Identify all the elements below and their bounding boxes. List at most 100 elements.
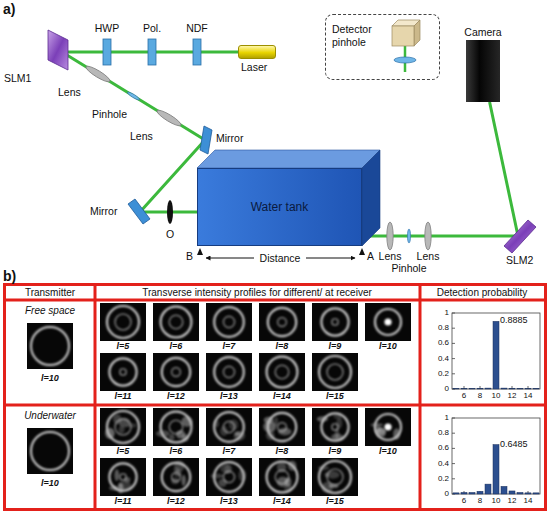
turbulence-speckle <box>334 414 342 419</box>
axis-tick: 10 <box>492 391 501 400</box>
turbulence-speckle <box>274 417 278 426</box>
intensity-ring <box>321 308 348 335</box>
half-wave-plate <box>103 39 111 65</box>
axis-tick: 12 <box>508 496 517 505</box>
mode-label: l=11 <box>114 391 131 401</box>
profile-frame <box>153 303 199 341</box>
inner-ring <box>115 314 131 330</box>
turbulence-speckle <box>214 420 219 427</box>
row-label: Free space <box>25 305 75 317</box>
axis-tick: 0.2 <box>438 474 449 483</box>
panel-letter: b) <box>3 268 16 284</box>
turbulence-speckle <box>169 434 175 441</box>
part-label: NDF <box>186 22 208 34</box>
inner-ring <box>332 319 338 325</box>
mode-label: l=6 <box>170 446 183 456</box>
axis-tick: 0.6 <box>438 338 449 347</box>
nd-filter <box>193 39 201 65</box>
turbulence-speckle <box>375 426 381 433</box>
intensity-ring <box>162 358 190 386</box>
probability-bar <box>509 388 515 390</box>
profile-frame <box>100 353 146 391</box>
tick-mark <box>452 328 455 329</box>
distance-arrow <box>206 258 254 259</box>
generated-illustration <box>27 303 540 496</box>
turbulence-speckle <box>109 486 118 491</box>
mode-label: l=12 <box>167 496 185 506</box>
tick-mark <box>452 448 455 449</box>
profile-frame <box>100 303 146 341</box>
part-label: B <box>186 250 193 262</box>
probability-bar <box>477 388 483 390</box>
probability-bar <box>533 388 539 390</box>
axis-tick: 0.8 <box>438 428 449 437</box>
turbulence-speckle <box>229 419 238 430</box>
column-header: Transverse intensity profiles for differ… <box>142 287 372 299</box>
axis-tick: 14 <box>524 391 533 400</box>
probability-bar <box>501 486 507 494</box>
axis-tick: 8 <box>478 391 482 400</box>
part-label: A <box>367 250 374 262</box>
part-label: Mirror <box>90 205 117 217</box>
probability-bar <box>485 388 491 390</box>
profile-frame <box>259 353 305 391</box>
axis-tick: 0.4 <box>438 354 449 363</box>
mode-label: l=10 <box>379 446 397 456</box>
axis-tick: 0.2 <box>438 369 449 378</box>
center-spot <box>384 423 391 430</box>
tick-mark <box>452 313 455 314</box>
mode-label: l=6 <box>170 341 183 351</box>
tank-side-face <box>362 150 380 246</box>
turbulence-speckle <box>238 469 246 481</box>
intensity-ring <box>267 462 298 493</box>
probability-bar <box>501 388 507 390</box>
tick-mark <box>452 418 455 419</box>
inner-ring <box>172 368 181 377</box>
probability-bar <box>469 492 475 494</box>
profile-frame <box>153 353 199 391</box>
table-rule <box>4 404 546 407</box>
pinhole-symbol <box>407 229 410 243</box>
profile-frame <box>206 408 252 446</box>
turbulence-speckle <box>317 416 328 421</box>
turbulence-speckle <box>173 467 180 472</box>
inner-ring <box>223 366 234 377</box>
slm-panel <box>504 220 536 253</box>
mode-label: l=7 <box>223 341 236 351</box>
mode-label: l=14 <box>273 391 291 401</box>
water-tank: Water tank <box>197 168 362 246</box>
node-label: Camera <box>464 26 501 38</box>
axis-tick: 6 <box>462 496 466 505</box>
inner-ring <box>278 318 287 327</box>
intensity-ring <box>31 432 69 470</box>
row-label: Underwater <box>24 410 76 422</box>
probability-bar <box>485 484 491 494</box>
table-frame <box>5 285 546 510</box>
part-label: Lens <box>58 86 81 98</box>
probability-bar <box>461 388 467 390</box>
probability-bar <box>517 388 523 390</box>
distance-arrow <box>306 258 355 259</box>
turbulence-speckle <box>266 430 275 440</box>
mode-label: l=9 <box>329 341 342 351</box>
part-label: Pinhole <box>92 108 127 120</box>
turbulence-speckle <box>220 426 228 436</box>
table-rule <box>4 299 546 302</box>
turbulence-speckle <box>234 431 246 441</box>
mode-label: l=12 <box>167 391 185 401</box>
inner-ring <box>169 315 183 329</box>
axis-tick: 6 <box>462 391 466 400</box>
turbulence-speckle <box>336 417 342 428</box>
intensity-ring <box>319 356 351 388</box>
axis-tick: 1 <box>445 413 449 422</box>
part-label: Lens <box>379 250 402 262</box>
profile-frame <box>27 323 73 369</box>
turbulence-speckle <box>156 430 170 437</box>
profile-frame <box>259 303 305 341</box>
mode-label: l=8 <box>276 341 289 351</box>
profile-frame <box>153 458 199 496</box>
value-label: 0.6485 <box>500 439 528 449</box>
profile-frame <box>365 408 411 446</box>
polarizer <box>148 39 156 65</box>
panel-letter: a) <box>3 1 15 17</box>
